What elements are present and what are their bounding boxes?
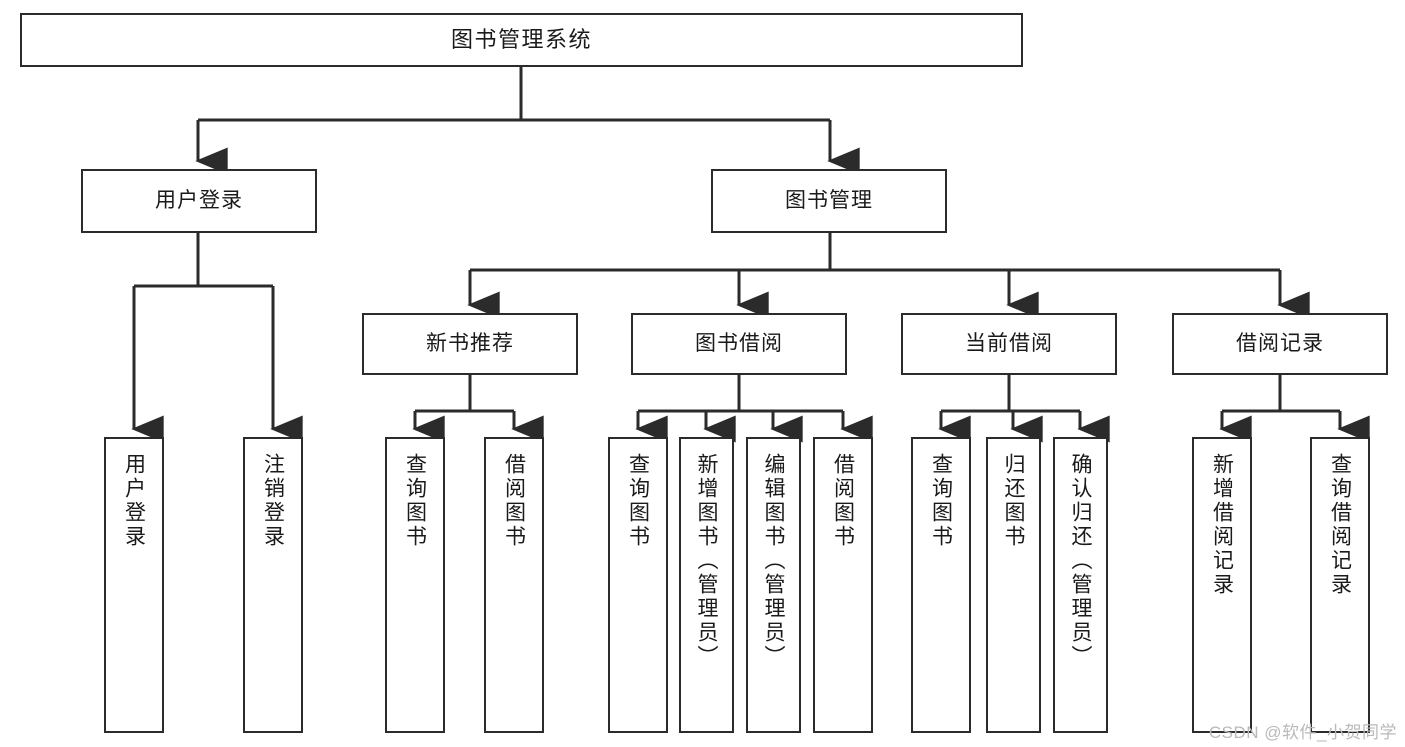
leaf-query-book-borrow-label: 查询图书	[626, 453, 650, 549]
leaf-borrow-book-newbook[interactable]: 借阅图书	[484, 437, 544, 733]
leaf-user-login[interactable]: 用户登录	[104, 437, 164, 733]
leaf-logout[interactable]: 注销登录	[243, 437, 303, 733]
leaf-query-book-borrow[interactable]: 查询图书	[608, 437, 668, 733]
leaf-confirm-return-admin[interactable]: 确认归还（管理员）	[1053, 437, 1108, 733]
leaf-user-login-label: 用户登录	[122, 453, 146, 549]
node-borrow-record[interactable]: 借阅记录	[1172, 313, 1388, 375]
leaf-query-book-current[interactable]: 查询图书	[911, 437, 971, 733]
node-borrow-record-label: 借阅记录	[1236, 331, 1324, 355]
leaf-borrow-book-newbook-label: 借阅图书	[502, 453, 526, 549]
node-book-management[interactable]: 图书管理	[711, 169, 947, 233]
leaf-edit-book-admin-label: 编辑图书（管理员）	[762, 453, 785, 669]
node-book-borrow[interactable]: 图书借阅	[631, 313, 847, 375]
leaf-query-borrow-record[interactable]: 查询借阅记录	[1310, 437, 1370, 733]
leaf-confirm-return-admin-label: 确认归还（管理员）	[1069, 453, 1092, 669]
node-root-label: 图书管理系统	[450, 26, 592, 52]
leaf-query-book-newbook-label: 查询图书	[403, 453, 427, 549]
leaf-query-borrow-record-label: 查询借阅记录	[1328, 453, 1352, 597]
node-book-borrow-label: 图书借阅	[695, 331, 783, 355]
leaf-return-book[interactable]: 归还图书	[986, 437, 1041, 733]
node-book-management-label: 图书管理	[785, 188, 873, 212]
node-root[interactable]: 图书管理系统	[20, 13, 1023, 67]
leaf-add-borrow-record[interactable]: 新增借阅记录	[1192, 437, 1252, 733]
node-user-login-label: 用户登录	[155, 188, 243, 212]
leaf-edit-book-admin[interactable]: 编辑图书（管理员）	[746, 437, 801, 733]
leaf-borrow-book-borrow[interactable]: 借阅图书	[813, 437, 873, 733]
csdn-watermark: CSDN @软件_小贺同学	[1208, 723, 1397, 742]
leaf-add-borrow-record-label: 新增借阅记录	[1210, 453, 1234, 597]
leaf-add-book-admin-label: 新增图书（管理员）	[695, 453, 718, 669]
leaf-borrow-book-borrow-label: 借阅图书	[831, 453, 855, 549]
node-user-login[interactable]: 用户登录	[81, 169, 317, 233]
node-current-borrow-label: 当前借阅	[965, 331, 1053, 355]
node-new-book-recommend-label: 新书推荐	[426, 331, 514, 355]
node-current-borrow[interactable]: 当前借阅	[901, 313, 1117, 375]
leaf-return-book-label: 归还图书	[1002, 453, 1025, 549]
leaf-query-book-newbook[interactable]: 查询图书	[385, 437, 445, 733]
leaf-query-book-current-label: 查询图书	[929, 453, 953, 549]
leaf-logout-label: 注销登录	[261, 453, 285, 549]
node-new-book-recommend[interactable]: 新书推荐	[362, 313, 578, 375]
leaf-add-book-admin[interactable]: 新增图书（管理员）	[679, 437, 734, 733]
